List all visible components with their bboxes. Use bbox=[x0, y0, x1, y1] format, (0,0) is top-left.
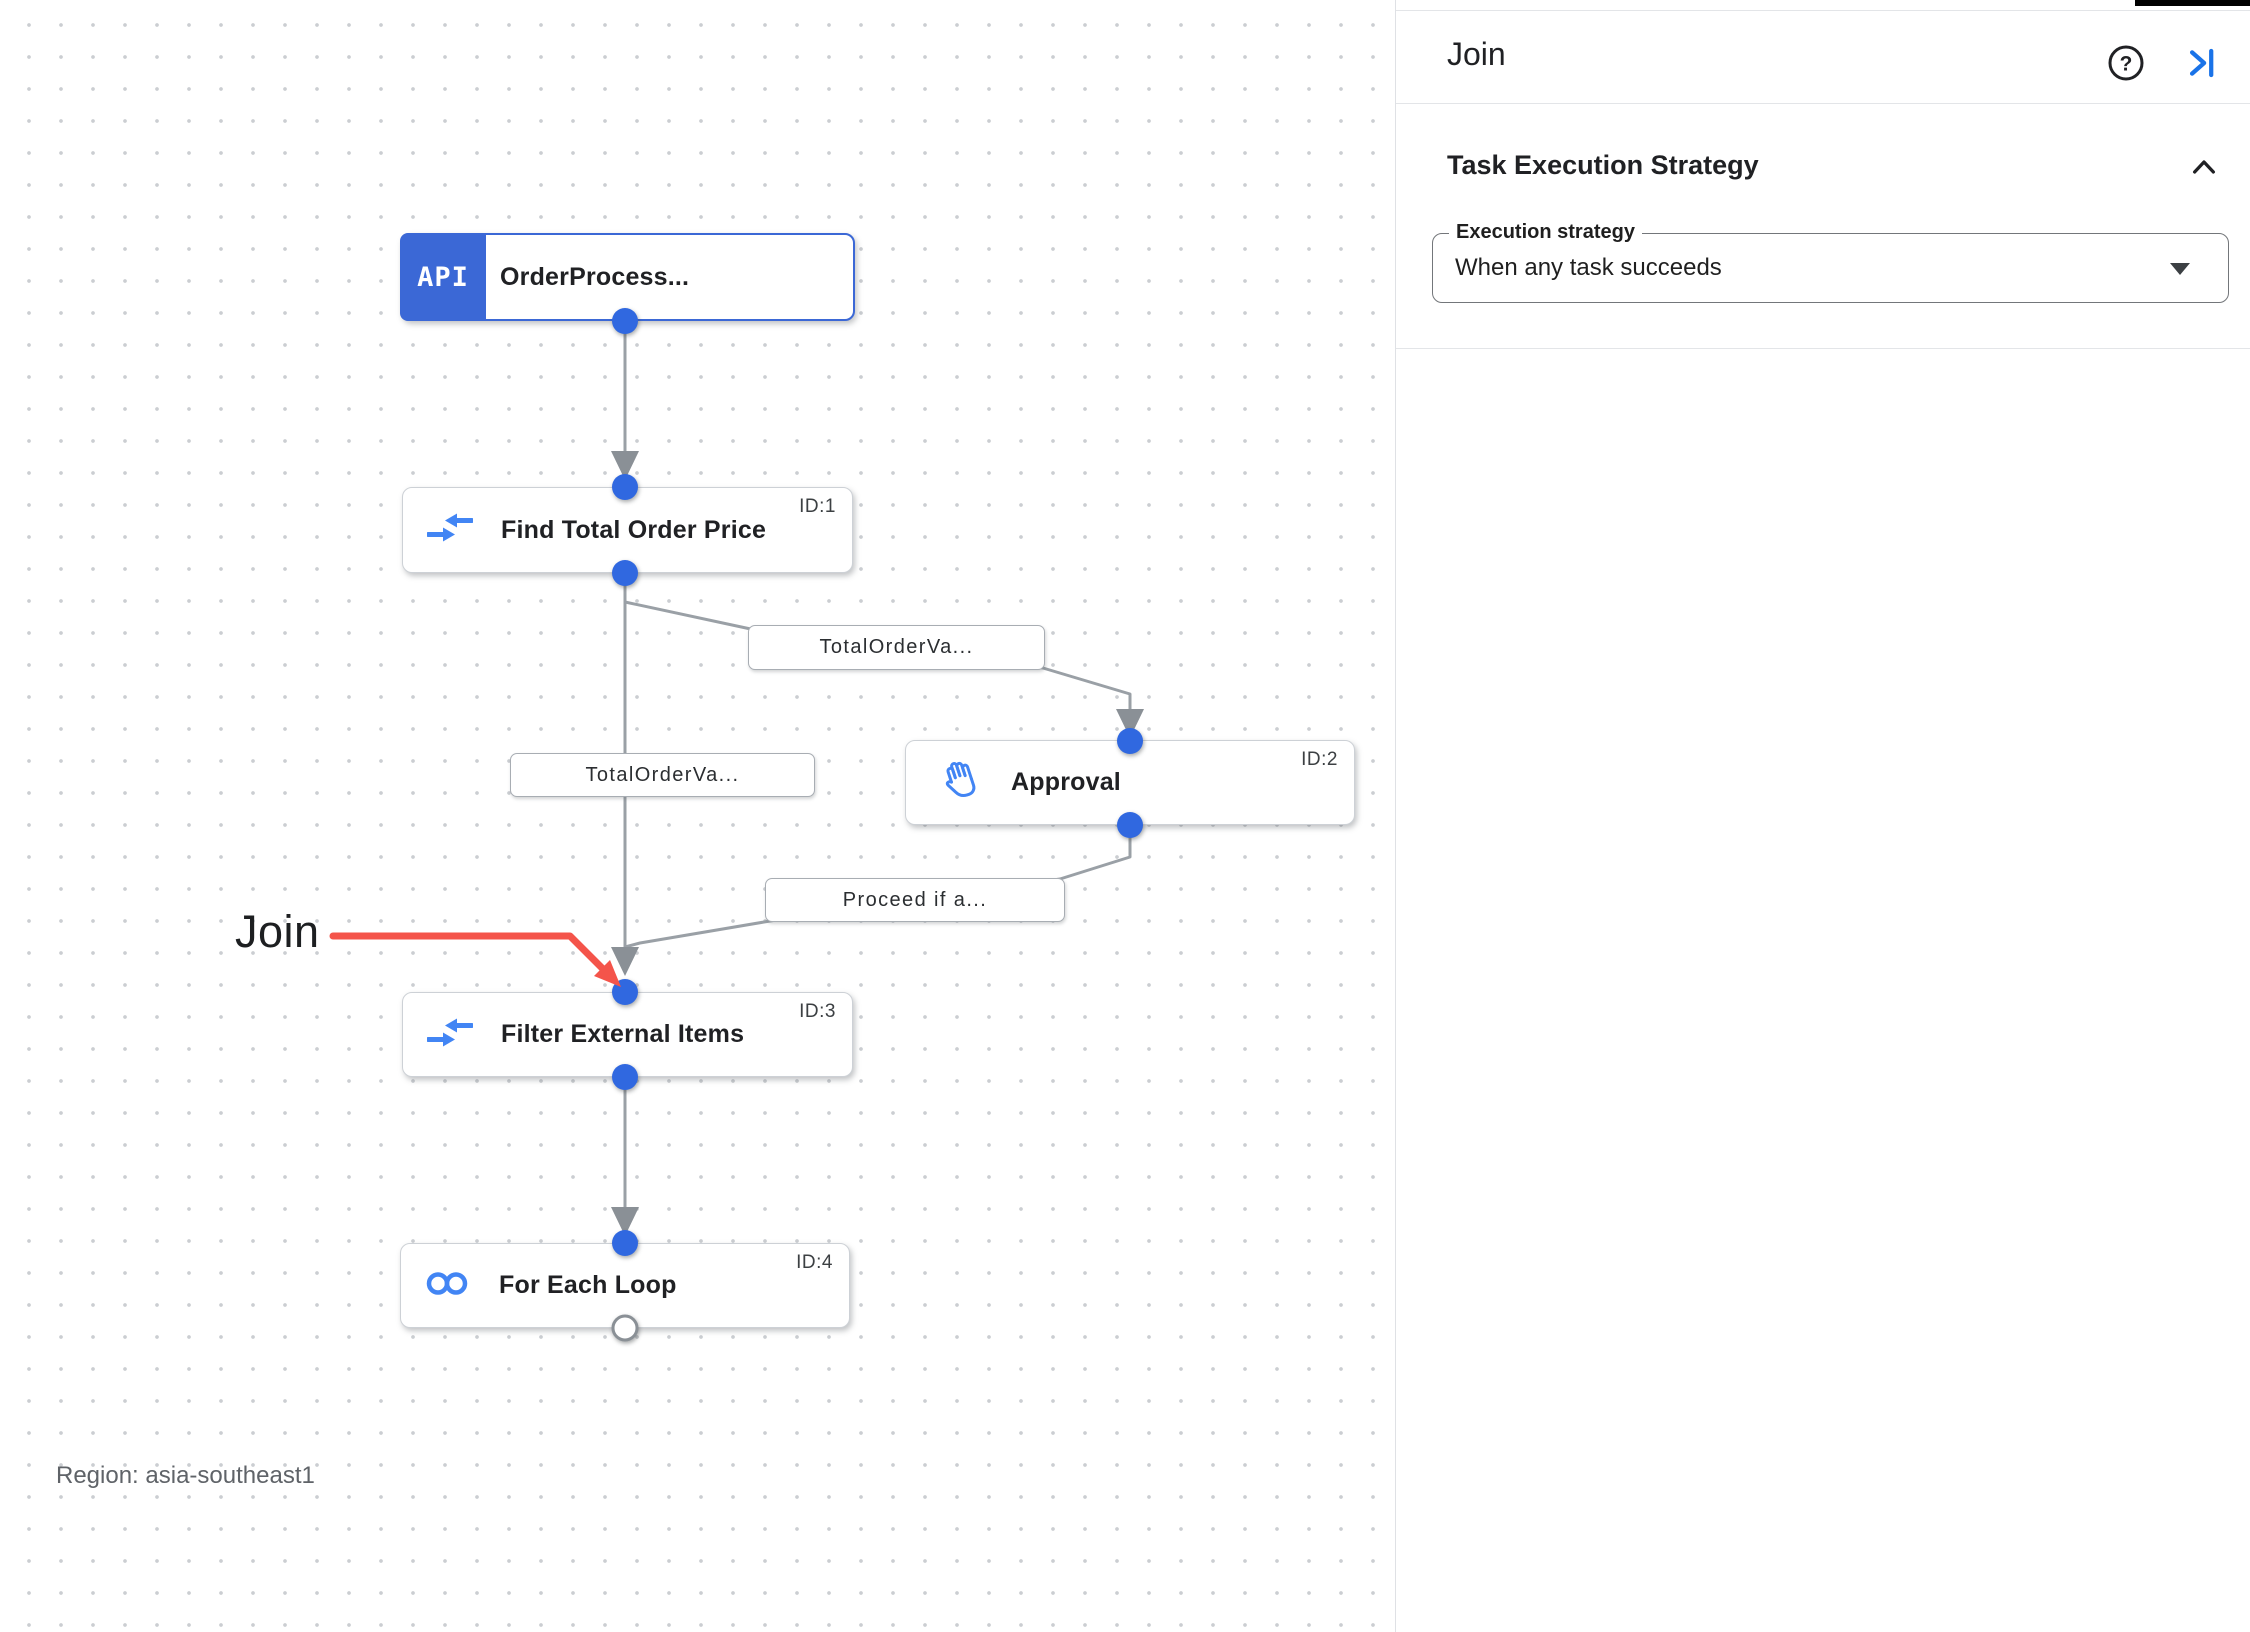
dropdown-caret-icon bbox=[2170, 263, 2190, 275]
join-annotation-label: Join bbox=[235, 906, 320, 957]
execution-strategy-value: When any task succeeds bbox=[1455, 254, 1722, 281]
node-find-total-order-price[interactable]: Find Total Order Price ID:1 bbox=[402, 487, 853, 573]
data-mapping-icon bbox=[425, 1017, 475, 1052]
help-icon[interactable]: ? bbox=[2106, 43, 2146, 83]
panel-title: Join bbox=[1447, 36, 1506, 72]
arrowhead-icon bbox=[611, 1207, 639, 1236]
panel-header-divider bbox=[1396, 103, 2250, 104]
panel-section-divider bbox=[1396, 348, 2250, 349]
edge-label-proceed-if[interactable]: Proceed if a... bbox=[765, 878, 1065, 922]
svg-text:?: ? bbox=[2120, 53, 2133, 76]
panel-top-border bbox=[1396, 10, 2250, 11]
node-title: Find Total Order Price bbox=[501, 515, 767, 544]
node-approval[interactable]: Approval ID:2 bbox=[905, 740, 1355, 825]
data-mapping-icon bbox=[425, 513, 475, 548]
region-label: Region: asia-southeast1 bbox=[56, 1462, 315, 1489]
section-title-task-execution-strategy: Task Execution Strategy bbox=[1447, 150, 1759, 180]
edge-label-total-order-value-1[interactable]: TotalOrderVa... bbox=[748, 625, 1045, 670]
chevron-up-icon[interactable] bbox=[2189, 154, 2219, 180]
api-trigger-icon: API bbox=[400, 233, 486, 321]
node-title: Filter External Items bbox=[501, 1020, 745, 1048]
arrowhead-icon bbox=[611, 947, 639, 976]
node-order-process-trigger[interactable]: API OrderProcess... bbox=[400, 233, 855, 321]
workflow-canvas[interactable]: TotalOrderVa... TotalOrderVa... Proceed … bbox=[0, 0, 1395, 1632]
workflow-edges bbox=[611, 321, 1144, 1236]
arrowhead-icon bbox=[1116, 709, 1144, 738]
node-title: OrderProcess... bbox=[500, 262, 690, 291]
config-panel: Join ? Task Execution Strategy Execu bbox=[1395, 0, 2250, 1632]
node-id-badge: ID:4 bbox=[796, 1252, 833, 1273]
node-title: Approval bbox=[1011, 768, 1121, 796]
node-for-each-loop[interactable]: For Each Loop ID:4 bbox=[400, 1243, 850, 1328]
api-trigger-icon-label: API bbox=[417, 261, 469, 293]
for-each-loop-icon bbox=[425, 1270, 471, 1301]
node-title: For Each Loop bbox=[499, 1271, 677, 1299]
execution-strategy-select[interactable]: Execution strategy When any task succeed… bbox=[1432, 221, 2229, 303]
arrowhead-icon bbox=[611, 451, 639, 480]
edge-label-total-order-value-2[interactable]: TotalOrderVa... bbox=[510, 753, 815, 797]
node-id-badge: ID:1 bbox=[799, 496, 836, 517]
collapse-panel-icon[interactable] bbox=[2184, 46, 2220, 80]
top-black-bar bbox=[2135, 0, 2250, 6]
node-filter-external-items[interactable]: Filter External Items ID:3 bbox=[402, 992, 853, 1077]
node-id-badge: ID:3 bbox=[799, 1001, 836, 1022]
node-id-badge: ID:2 bbox=[1301, 749, 1338, 770]
execution-strategy-label: Execution strategy bbox=[1449, 221, 1642, 244]
approval-hand-icon bbox=[936, 756, 984, 809]
